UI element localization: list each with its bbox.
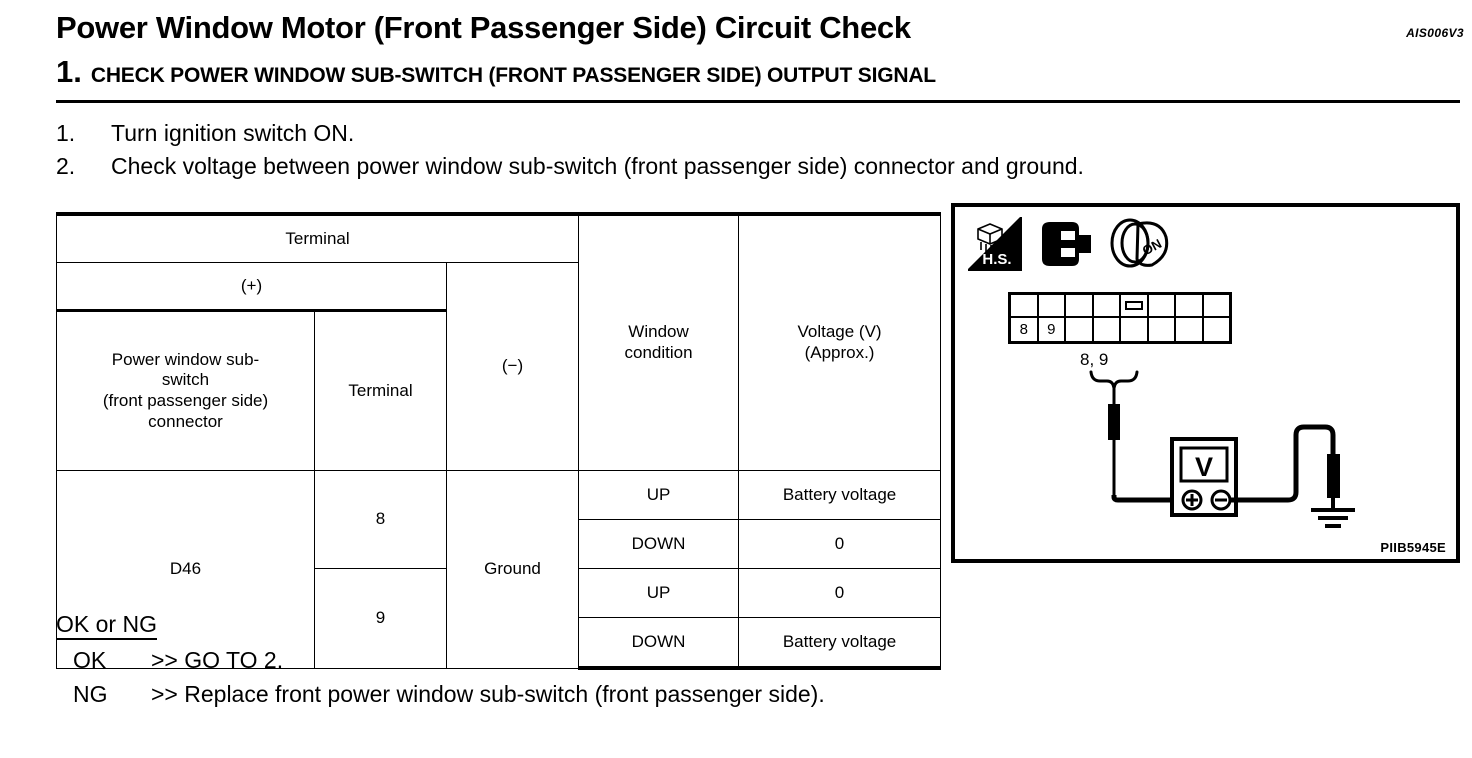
- cell-voltage: 0: [738, 519, 942, 569]
- step-number: 1.: [56, 54, 82, 89]
- pin-cell: [1176, 318, 1204, 341]
- header-connector-description: Power window sub- switch (front passenge…: [56, 310, 315, 471]
- table-row: 9 UP 0: [57, 568, 942, 669]
- pin-cell-key-tab: [1121, 295, 1149, 316]
- cell-voltage: 0: [738, 568, 942, 618]
- probe-terminal-label: 8, 9: [1080, 350, 1109, 369]
- pin-cell: [1149, 318, 1176, 341]
- result-row-ok: OK >> GO TO 2.: [56, 647, 1156, 674]
- cell-window-condition: DOWN: [578, 617, 740, 670]
- pin-cell: [1094, 295, 1121, 316]
- hand-scan-label: H.S.: [982, 251, 1011, 268]
- header-terminal-group: Terminal: [55, 212, 580, 263]
- ignition-on-icon: ON: [1108, 215, 1172, 271]
- header-divider-rule: [56, 100, 1460, 103]
- header-connector-line3: (front passenger side): [102, 391, 269, 410]
- cell-ground: Ground: [445, 470, 580, 669]
- connector-pin-map: 8 9: [1008, 292, 1232, 344]
- header-window-condition: Window condition: [578, 212, 740, 471]
- pin-cell-8: 8: [1011, 318, 1039, 341]
- pin-cell: [1011, 295, 1039, 316]
- header-voltage: Voltage (V) (Approx.): [738, 212, 942, 471]
- result-action-ng: >> Replace front power window sub-switch…: [151, 681, 825, 708]
- cell-window-condition: UP: [578, 470, 740, 520]
- header-connector-line1: Power window sub-: [111, 349, 260, 369]
- cell-terminal-8: 8: [314, 470, 447, 569]
- voltmeter-symbol: V: [1195, 452, 1213, 482]
- result-section-title: OK or NG: [56, 611, 157, 641]
- pin-row-bottom: 8 9: [1011, 318, 1229, 341]
- cell-voltage: Battery voltage: [738, 470, 942, 520]
- page-title: Power Window Motor (Front Passenger Side…: [56, 10, 911, 45]
- pin-cell: [1176, 295, 1204, 316]
- header-connector-line4: connector: [148, 411, 223, 431]
- step-heading-line: 1. CHECK POWER WINDOW SUB-SWITCH (FRONT …: [56, 56, 936, 88]
- result-label-ok: OK: [73, 647, 107, 674]
- header-window-condition-line2: condition: [624, 343, 693, 362]
- header-connector-line2: switch: [161, 370, 210, 390]
- table-header-row-polarity: (+) (−): [56, 262, 941, 471]
- pin-cell: [1066, 318, 1094, 341]
- list-item: 2. Check voltage between power window su…: [56, 153, 1084, 180]
- illustration-reference-code: PIIB5945E: [1380, 540, 1446, 555]
- result-section: OK or NG OK >> GO TO 2. NG >> Replace fr…: [56, 611, 1156, 708]
- cell-window-condition: DOWN: [578, 519, 740, 569]
- header-voltage-line2: (Approx.): [804, 343, 875, 362]
- pin-cell-9: 9: [1039, 318, 1066, 341]
- connector-plug-icon: [1039, 219, 1095, 269]
- cell-window-condition: UP: [578, 568, 740, 618]
- pin-row-top: [1011, 295, 1229, 318]
- table-header-row-group: Terminal Window condition Voltage (V) (A…: [55, 212, 942, 471]
- connector-key-tab: [1124, 300, 1143, 311]
- table-header-row-detail: Power window sub- switch (front passenge…: [56, 310, 941, 471]
- pin-cell: [1121, 318, 1149, 341]
- pin-cell: [1149, 295, 1176, 316]
- list-item: 1. Turn ignition switch ON.: [56, 120, 1056, 147]
- cell-voltage: Battery voltage: [738, 617, 942, 670]
- instruction-number: 2.: [56, 153, 76, 179]
- table-row: D46 8 Ground UP Battery voltage: [56, 470, 942, 669]
- test-circuit-diagram: V: [1089, 370, 1355, 528]
- header-terminal: Terminal: [314, 310, 447, 471]
- cell-terminal-9: 9: [314, 568, 447, 669]
- header-window-condition-line1: Window: [628, 322, 689, 342]
- table-row: DOWN 0: [57, 519, 942, 569]
- hand-scan-icon: H.S.: [968, 217, 1022, 271]
- instruction-list: 1. Turn ignition switch ON. 2. Check vol…: [56, 120, 1084, 186]
- header-negative: (−): [445, 262, 580, 471]
- instruction-text: Check voltage between power window sub-s…: [111, 153, 1084, 179]
- document-reference-top: AIS006V3: [1406, 26, 1464, 40]
- result-row-ng: NG >> Replace front power window sub-swi…: [56, 681, 1156, 708]
- pin-cell: [1039, 295, 1066, 316]
- specification-table: Terminal Window condition Voltage (V) (A…: [55, 212, 942, 670]
- pin-cell: [1094, 318, 1121, 341]
- step-heading-text: CHECK POWER WINDOW SUB-SWITCH (FRONT PAS…: [90, 64, 936, 87]
- instruction-number: 1.: [56, 120, 76, 146]
- instruction-text: Turn ignition switch ON.: [111, 120, 355, 146]
- cell-connector-id: D46: [56, 470, 315, 669]
- pin-cell: [1066, 295, 1094, 316]
- illustration-panel: H.S. ON: [951, 203, 1460, 563]
- table-row: DOWN Battery voltage: [57, 617, 942, 670]
- header-voltage-line1: Voltage (V): [797, 322, 882, 342]
- header-positive: (+): [56, 262, 447, 312]
- result-action-ok: >> GO TO 2.: [151, 647, 284, 674]
- result-label-ng: NG: [73, 681, 108, 708]
